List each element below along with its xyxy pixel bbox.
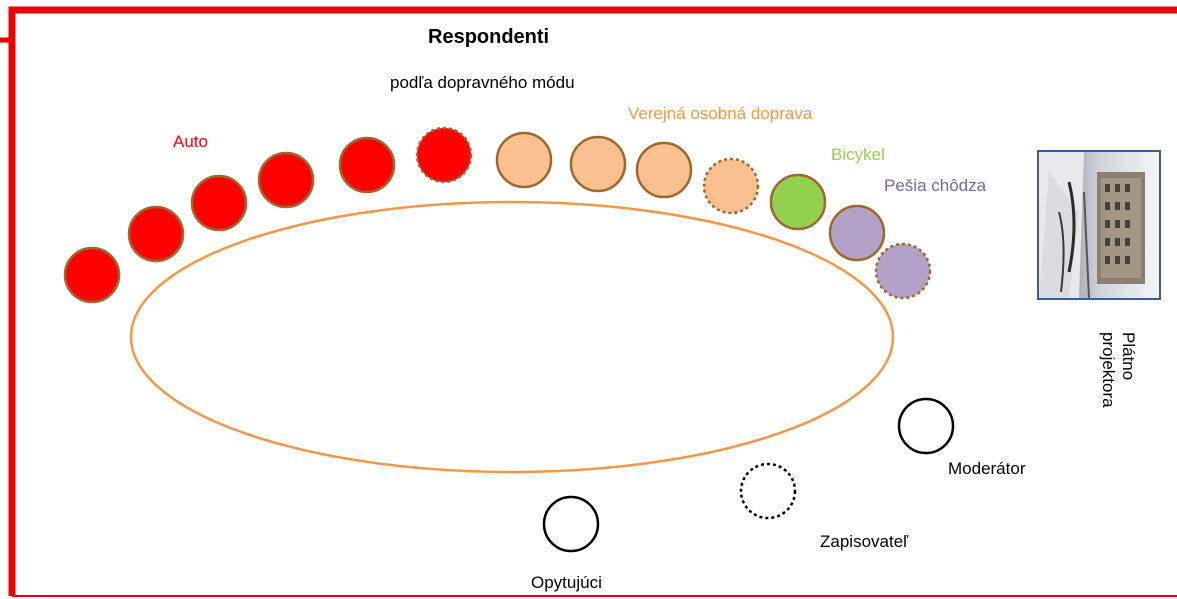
recorder-label: Zapisovateľ bbox=[820, 532, 909, 551]
interviewer-label: Opytujúci bbox=[531, 573, 602, 592]
seat-auto-5 bbox=[338, 136, 396, 194]
group-label-walk: Pešia chôdza bbox=[884, 176, 987, 195]
group-label-bike: Bicykel bbox=[831, 145, 885, 164]
seat-auto-6 bbox=[415, 126, 473, 184]
table-ellipse bbox=[129, 200, 895, 474]
interviewer-seat bbox=[542, 495, 600, 553]
seat-auto-4 bbox=[257, 151, 315, 209]
projector-screen-photo bbox=[1037, 150, 1161, 300]
seat-public-10 bbox=[702, 157, 760, 215]
seat-bike-11 bbox=[769, 173, 827, 231]
seat-auto-1 bbox=[63, 246, 121, 304]
group-label-public: Verejná osobná doprava bbox=[628, 104, 813, 123]
seat-auto-2 bbox=[127, 205, 185, 263]
frame-border bbox=[8, 6, 1177, 596]
seat-walk-12 bbox=[828, 204, 886, 262]
moderator-seat bbox=[897, 397, 955, 455]
diagram-title: Respondenti bbox=[428, 26, 550, 48]
projector-screen-label-line2: projektora bbox=[1099, 332, 1118, 408]
recorder-seat bbox=[739, 462, 797, 520]
group-label-auto: Auto bbox=[173, 132, 208, 151]
seat-walk-13 bbox=[874, 242, 932, 300]
projector-screen-label: Plátno projektora bbox=[1098, 332, 1138, 408]
projector-screen-label-line1: Plátno bbox=[1119, 332, 1138, 381]
seat-public-7 bbox=[495, 131, 553, 189]
moderator-label: Moderátor bbox=[948, 459, 1026, 478]
respondent-seats bbox=[63, 126, 932, 304]
seat-public-9 bbox=[635, 141, 693, 199]
diagram-subtitle: podľa dopravného módu bbox=[390, 73, 575, 92]
seat-auto-3 bbox=[190, 174, 248, 232]
seat-public-8 bbox=[569, 135, 627, 193]
